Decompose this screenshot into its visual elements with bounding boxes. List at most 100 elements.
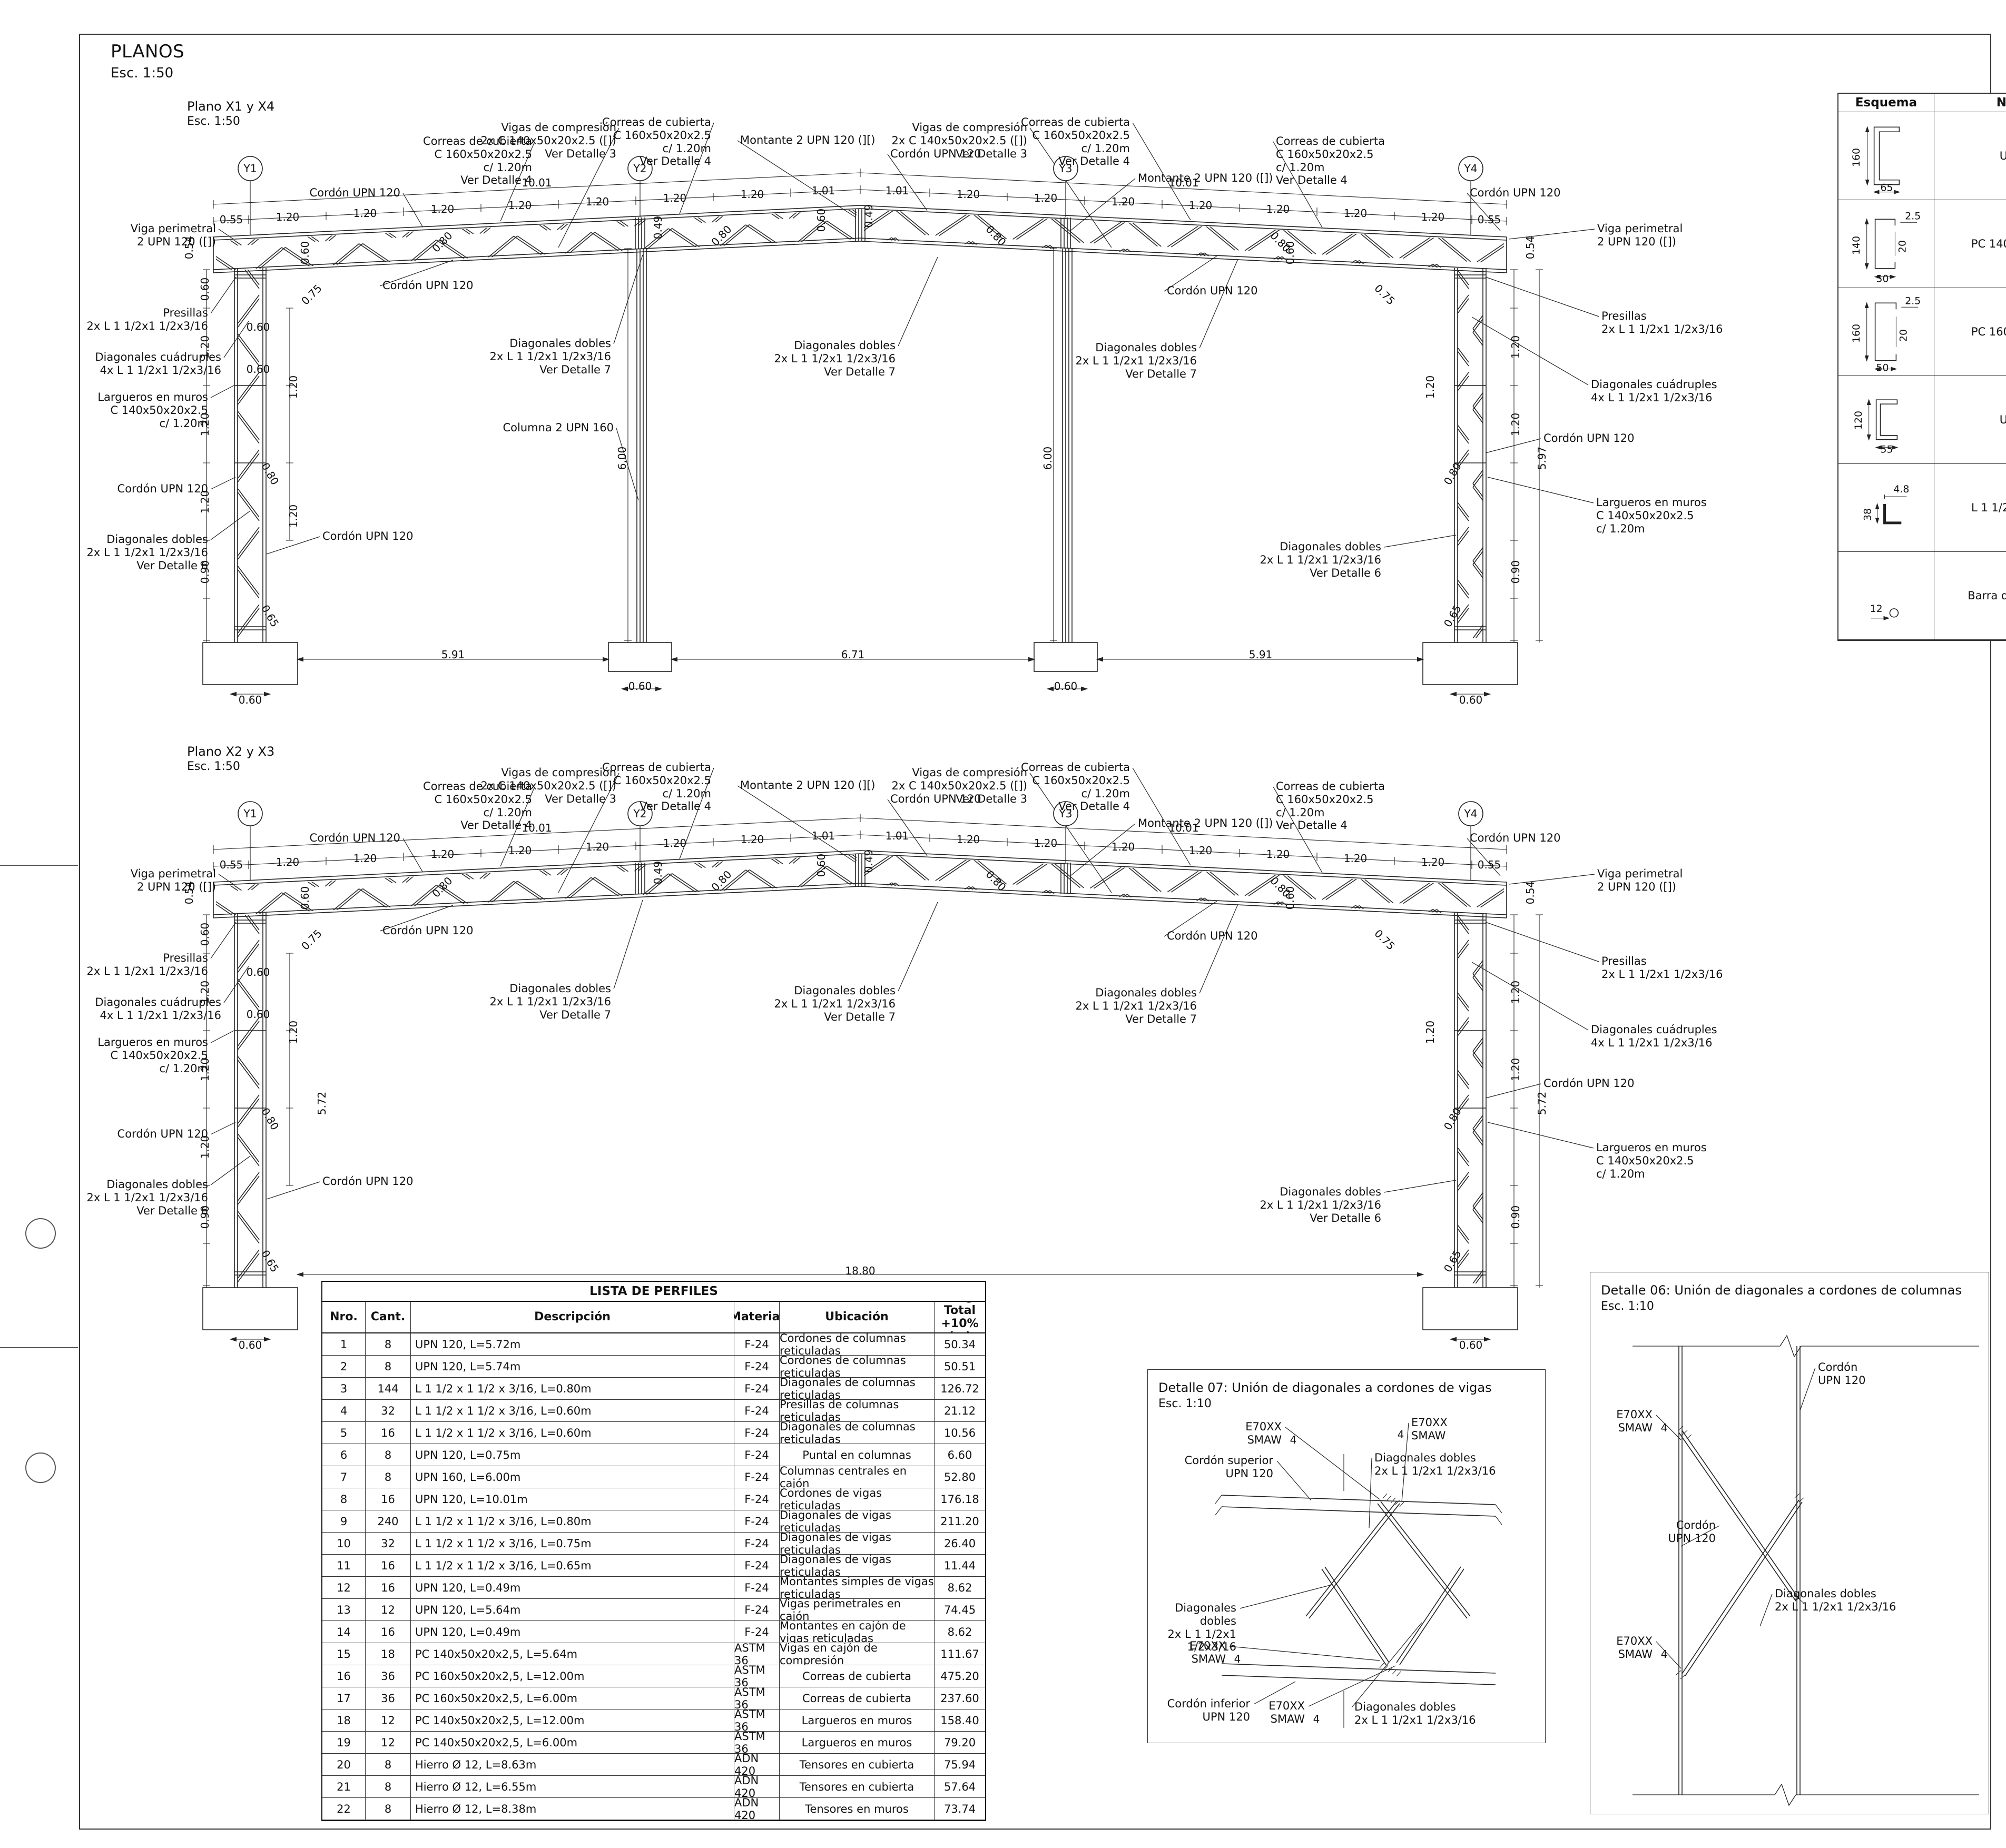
table-cell: PC 140x50x20x2,5, L=12.00m	[411, 1709, 734, 1732]
table-cell: UPN 160, L=6.00m	[411, 1466, 734, 1488]
column-header: Nro.	[322, 1302, 366, 1333]
table-cell: 26.40	[935, 1533, 985, 1555]
annotation-label: Cordón inferior UPN 120	[1167, 1697, 1250, 1723]
table-cell: 16	[366, 1621, 411, 1643]
table-cell: F-24	[734, 1333, 780, 1356]
table-cell: F-24	[734, 1356, 780, 1378]
annotation-label: Montante 2 UPN 120 (][)	[740, 779, 876, 792]
profile-sketch-upn120: 120 55	[1838, 376, 1934, 464]
annotation-label: Diagonales cuádruples 4x L 1 1/2x1 1/2x3…	[1591, 1023, 1717, 1049]
dimension-label: 1.20	[1111, 841, 1135, 853]
table-cell: ADN 420	[734, 1776, 780, 1798]
table-cell: ASTM 36	[734, 1643, 780, 1665]
annotation-label: Cordón UPN 120	[1167, 284, 1258, 297]
table-cell: Hierro Ø 12, L=6.55m	[411, 1776, 734, 1798]
table-cell: Columnas centrales en cajón	[780, 1466, 935, 1488]
table-cell: 8	[322, 1488, 366, 1510]
dimension-label: 1.20	[740, 188, 764, 201]
column-header: Material	[734, 1302, 780, 1333]
table-cell: ASTM 36	[734, 1732, 780, 1754]
annotation-label: Montante 2 UPN 120 ([])	[1138, 817, 1273, 829]
table-cell: Presillas de columnas reticuladas	[780, 1400, 935, 1422]
profile-name: L 1 1/2x1 1/2x3/16	[1934, 464, 2006, 552]
table-cell: Correas de cubierta	[780, 1665, 935, 1687]
table-cell: 16	[366, 1577, 411, 1599]
table-cell: 11	[322, 1555, 366, 1577]
table-cell: 2	[322, 1356, 366, 1378]
dimension-label: 1.20	[1111, 195, 1135, 208]
table-cell: F-24	[734, 1533, 780, 1555]
profile-name: Barra de acero Ø 12	[1934, 552, 2006, 640]
table-cell: ADN 420	[734, 1798, 780, 1820]
table-cell: Largueros en muros	[780, 1732, 935, 1754]
annotation-label: Diagonales dobles 2x L 1 1/2x1 1/2x3/16 …	[86, 1178, 208, 1217]
svg-text:120: 120	[1853, 411, 1864, 430]
annotation-label: Diagonales dobles 2x L 1 1/2x1 1/2x3/16 …	[1075, 341, 1197, 380]
detail-07-sketch	[1215, 1454, 1502, 1728]
annotation-label: Diagonales dobles 2x L 1 1/2x1 1/2x3/16 …	[774, 339, 896, 378]
dimension-label: 5.91	[441, 648, 465, 661]
table-cell: 8	[366, 1444, 411, 1466]
dimension-label: 0.60	[199, 277, 212, 301]
page-scale: Esc. 1:50	[111, 65, 174, 81]
column-header: Descripción	[411, 1302, 734, 1333]
table-cell: 57.64	[935, 1776, 985, 1798]
dimension-label: 0.60	[246, 966, 270, 979]
dimension-label: 1.20	[199, 490, 212, 514]
table-cell: Hierro Ø 12, L=8.63m	[411, 1754, 734, 1776]
dimension-label: 10.01	[1168, 176, 1199, 189]
annotation-label: Correas de cubierta C 160x50x20x2.5 c/ 1…	[423, 780, 532, 832]
column-header: Ubicación	[780, 1302, 935, 1333]
annotation-label: Diagonales dobles 2x L 1 1/2x1 1/2x3/16 …	[774, 984, 896, 1023]
dimension-label: 1.20	[1034, 192, 1058, 204]
dimension-label: 6.00	[616, 446, 629, 470]
dimension-label: 1.20	[1509, 335, 1522, 359]
table-cell: 20	[322, 1754, 366, 1776]
dimension-label: 1.20	[1266, 848, 1290, 861]
table-cell: 21	[322, 1776, 366, 1798]
dimension-label: 0.54	[1524, 235, 1537, 260]
annotation-label: Montante 2 UPN 120 (][)	[740, 134, 876, 146]
svg-text:55: 55	[1880, 444, 1893, 456]
table-cell: PC 140x50x20x2,5, L=5.64m	[411, 1643, 734, 1665]
dimension-label: 1.01	[885, 184, 909, 197]
table-cell: 36	[366, 1687, 411, 1709]
detail-07-box: Detalle 07: Unión de diagonales a cordon…	[1147, 1369, 1546, 1743]
annotation-label: Correas de cubierta C 160x50x20x2.5 c/ 1…	[1021, 116, 1130, 168]
svg-text:38: 38	[1862, 508, 1874, 521]
table-cell: Cordones de columnas reticuladas	[780, 1333, 935, 1356]
dimension-label: 10.01	[1168, 822, 1199, 834]
table-cell: ASTM 36	[734, 1687, 780, 1709]
svg-text:12: 12	[1870, 603, 1883, 615]
dimension-label: 1.20	[956, 833, 980, 846]
dimension-label: 1.01	[811, 184, 835, 197]
table-cell: UPN 120, L=0.75m	[411, 1444, 734, 1466]
dimension-label: 0.60	[299, 886, 312, 910]
annotation-label: Cordón UPN 120	[309, 186, 400, 199]
annotation-label: Vigas de compresión 2x C 140x50x20x2.5 (…	[891, 121, 1027, 160]
dimension-label: 5.91	[1248, 648, 1273, 661]
table-cell: 36	[366, 1665, 411, 1687]
detail-06-sketch	[1633, 1335, 1979, 1806]
table-cell: 7	[322, 1466, 366, 1488]
table-cell: Diagonales de columnas reticuladas	[780, 1422, 935, 1444]
annotation-label: Cordón UPN 120	[1470, 832, 1561, 844]
dimension-label: 1.20	[1424, 375, 1437, 399]
table-cell: 16	[366, 1555, 411, 1577]
dimension-label: 1.20	[1188, 844, 1213, 857]
dimension-label: 1.20	[663, 192, 687, 204]
table-cell: Vigas en cajón de compresión	[780, 1643, 935, 1665]
annotation-label: Correas de cubierta C 160x50x20x2.5 c/ 1…	[1021, 761, 1130, 813]
dimension-label: 1.20	[508, 199, 532, 212]
table-cell: UPN 120, L=0.49m	[411, 1621, 734, 1643]
table-cell: L 1 1/2 x 1 1/2 x 3/16, L=0.65m	[411, 1555, 734, 1577]
dimension-label: 0.60	[299, 241, 312, 265]
annotation-label: Diagonales dobles 2x L 1 1/2x1 1/2x3/16 …	[86, 533, 208, 572]
